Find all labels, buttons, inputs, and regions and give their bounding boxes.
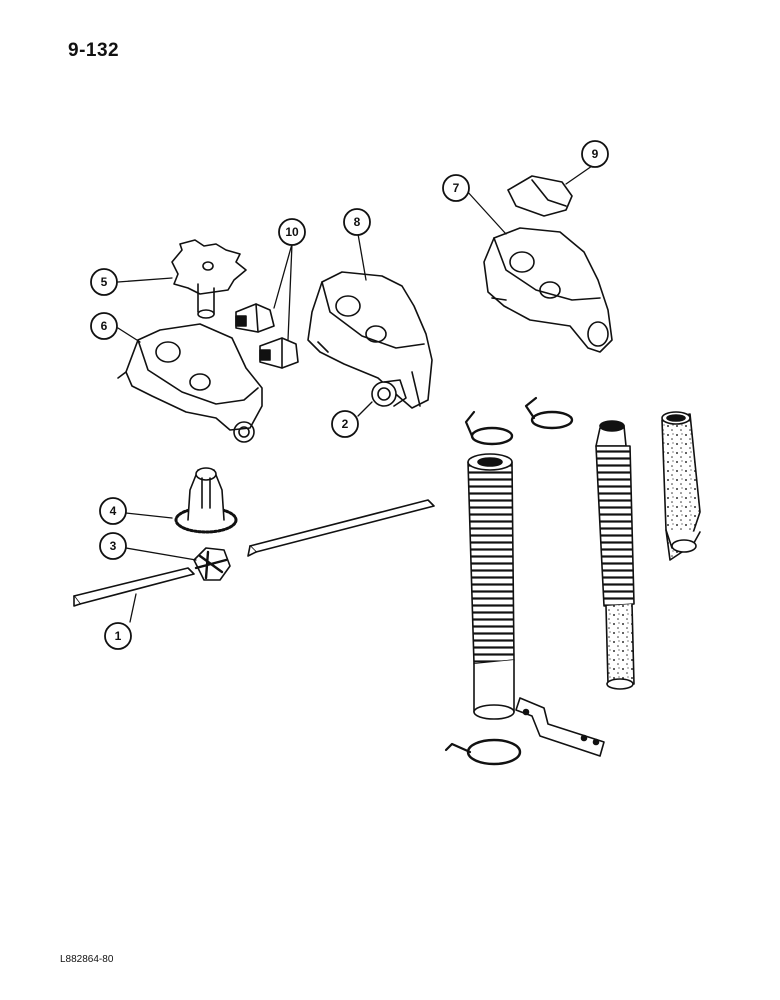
corrugated-hose-part-middle — [595, 420, 635, 690]
housing-part-right — [483, 227, 613, 353]
svg-text:9: 9 — [592, 147, 599, 161]
plain-tube-part — [661, 411, 701, 561]
housing-part-middle — [307, 271, 433, 409]
square-shaft-part-right — [247, 499, 435, 557]
svg-text:3: 3 — [110, 539, 117, 553]
pinion-part — [193, 547, 231, 581]
callout-9: 9 — [581, 140, 609, 168]
svg-text:5: 5 — [101, 275, 108, 289]
leader-lines — [117, 165, 593, 623]
callout-8: 8 — [343, 208, 371, 236]
callout-2: 2 — [331, 410, 359, 438]
cap-part — [507, 175, 573, 217]
callout-7: 7 — [442, 174, 470, 202]
page-number: 9-132 — [68, 40, 120, 61]
housing-part-left — [117, 323, 263, 443]
figure-reference-code: L882864-80 — [60, 954, 114, 965]
callout-1: 1 — [104, 622, 132, 650]
bushing-part — [371, 379, 407, 407]
svg-text:1: 1 — [115, 629, 122, 643]
svg-text:8: 8 — [354, 215, 361, 229]
callout-6: 6 — [90, 312, 118, 340]
callout-3: 3 — [99, 532, 127, 560]
hose-clamp-part-right — [524, 396, 574, 430]
svg-text:2: 2 — [342, 417, 349, 431]
small-block-part-lower — [259, 337, 299, 369]
svg-text:6: 6 — [101, 319, 108, 333]
star-wheel-part — [171, 239, 247, 319]
small-block-part-upper — [235, 303, 275, 333]
svg-text:10: 10 — [285, 225, 299, 239]
svg-text:4: 4 — [110, 504, 117, 518]
square-shaft-part-left — [73, 567, 195, 607]
mounting-bracket-part — [515, 697, 605, 757]
corrugated-hose-part-left — [467, 453, 515, 720]
hose-clamp-part-left — [464, 410, 514, 446]
callout-10: 10 — [278, 218, 306, 246]
gear-part — [174, 467, 238, 534]
hose-clamp-part-bottom — [444, 738, 522, 766]
callout-5: 5 — [90, 268, 118, 296]
svg-text:7: 7 — [453, 181, 460, 195]
callout-4: 4 — [99, 497, 127, 525]
